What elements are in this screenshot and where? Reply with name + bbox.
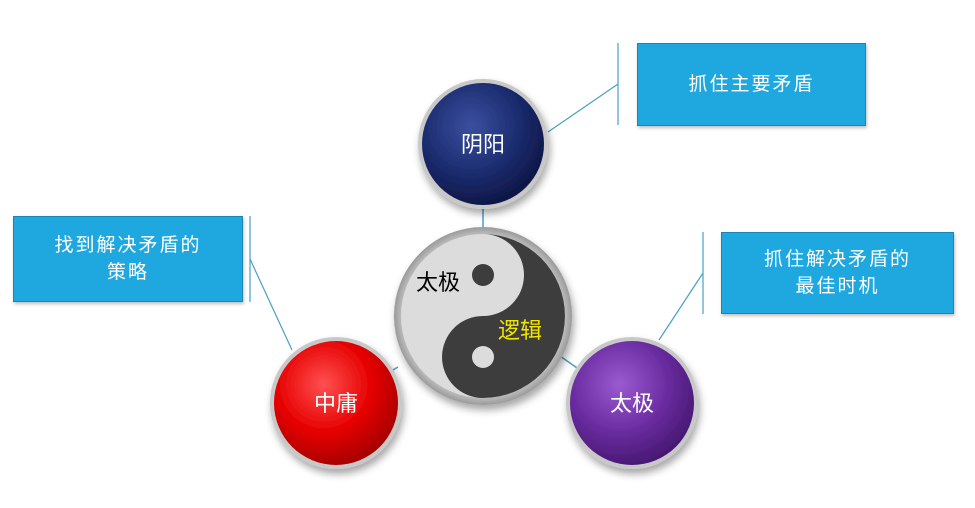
callout-right-text: 抓住解决矛盾的 最佳时机	[763, 248, 911, 297]
pointer-left-leader	[249, 258, 293, 351]
center-label-right: 逻辑	[498, 319, 542, 344]
callout-left-text: 找到解决矛盾的 策略	[54, 234, 202, 283]
callout-top: 抓住主要矛盾	[637, 43, 866, 126]
yang-dot	[472, 346, 494, 368]
node-yinyang[interactable]	[418, 79, 548, 209]
callout-top-text: 抓住主要矛盾	[688, 73, 815, 95]
center-label-left: 太极	[416, 271, 460, 296]
yin-dot	[472, 264, 494, 286]
node-taiji[interactable]	[566, 337, 698, 469]
pointer-top-leader	[547, 83, 619, 133]
node-zhongyong[interactable]	[270, 337, 402, 469]
callout-left: 找到解决矛盾的 策略	[13, 216, 243, 302]
callout-right: 抓住解决矛盾的 最佳时机	[721, 232, 954, 314]
node-yinyang-label: 阴阳	[461, 133, 505, 158]
yin-yang-center	[394, 227, 572, 405]
node-zhongyong-label: 中庸	[314, 392, 358, 417]
node-taiji-label: 太极	[610, 392, 654, 417]
pointer-right-leader	[658, 272, 704, 341]
